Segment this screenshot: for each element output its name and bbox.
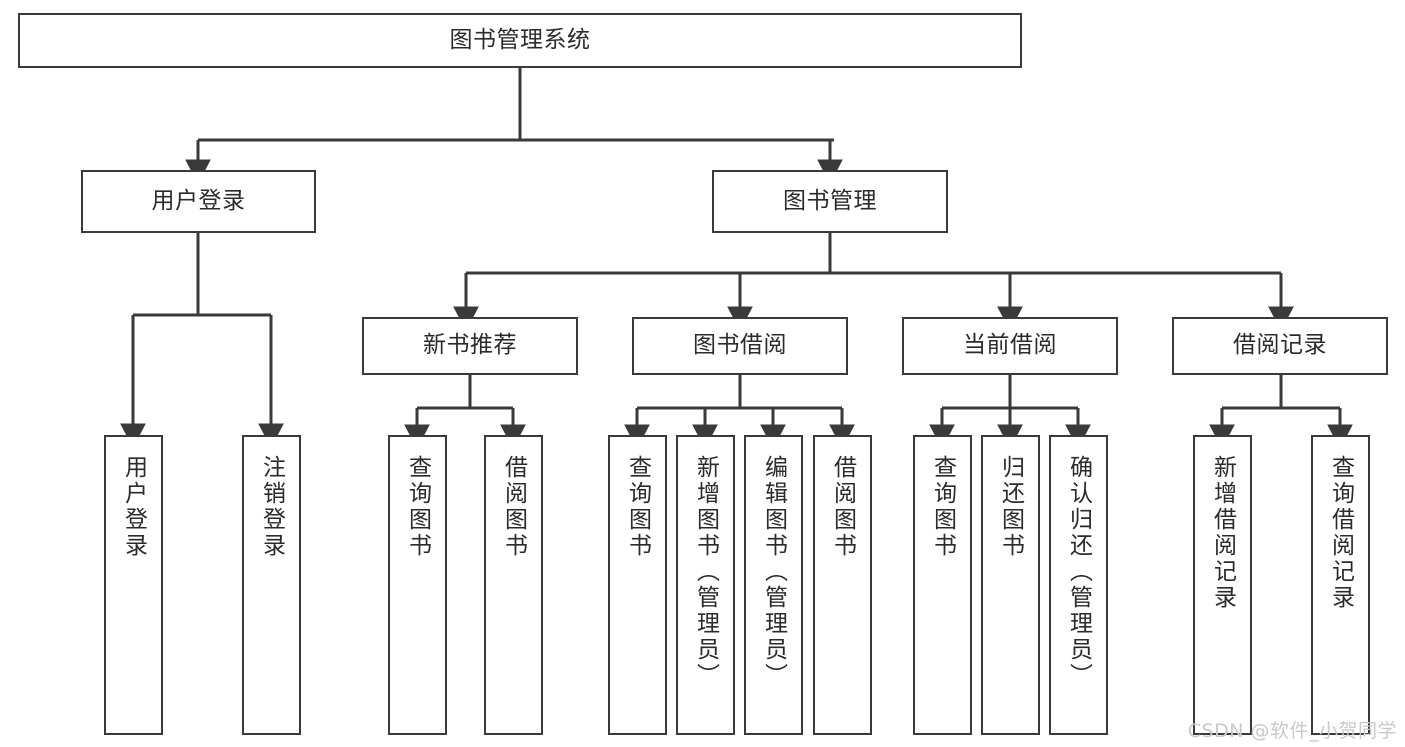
leaf-record-add[interactable]: 新增借阅记录: [1193, 435, 1252, 735]
leaf-borrow-borrow-book[interactable]: 借阅图书: [813, 435, 872, 735]
node-current-borrow-label: 当前借阅: [963, 332, 1057, 359]
leaf-current-return-book[interactable]: 归还图书: [981, 435, 1040, 735]
node-current-borrow[interactable]: 当前借阅: [902, 317, 1118, 375]
node-root-label: 图书管理系统: [449, 26, 591, 53]
node-book-borrow[interactable]: 图书借阅: [632, 317, 848, 375]
node-book-management-label: 图书管理: [783, 187, 877, 214]
node-book-management[interactable]: 图书管理: [712, 170, 948, 233]
node-new-book-recommend-label: 新书推荐: [423, 332, 517, 359]
leaf-label: 新增图书（管理员）: [692, 455, 719, 689]
node-user-login-label: 用户登录: [151, 187, 246, 214]
node-user-login[interactable]: 用户登录: [81, 170, 316, 233]
leaf-label: 归还图书: [997, 455, 1024, 559]
leaf-label: 注销登录: [258, 455, 285, 559]
leaf-label: 借阅图书: [829, 455, 856, 559]
leaf-label: 查询借阅记录: [1327, 455, 1354, 611]
node-book-borrow-label: 图书借阅: [693, 332, 787, 359]
leaf-borrow-edit-book-admin[interactable]: 编辑图书（管理员）: [744, 435, 803, 735]
node-new-book-recommend[interactable]: 新书推荐: [362, 317, 578, 375]
leaf-label: 编辑图书（管理员）: [760, 455, 787, 689]
leaf-record-query[interactable]: 查询借阅记录: [1311, 435, 1370, 735]
leaf-new-book-query[interactable]: 查询图书: [388, 435, 447, 735]
leaf-label: 用户登录: [120, 455, 147, 559]
node-root[interactable]: 图书管理系统: [18, 13, 1022, 68]
leaf-borrow-query-book[interactable]: 查询图书: [608, 435, 667, 735]
node-borrow-record[interactable]: 借阅记录: [1172, 317, 1388, 375]
leaf-label: 借阅图书: [500, 455, 527, 559]
leaf-label: 确认归还（管理员）: [1065, 455, 1092, 689]
leaf-current-query-book[interactable]: 查询图书: [913, 435, 972, 735]
leaf-user-login-logout[interactable]: 注销登录: [242, 435, 301, 735]
leaf-label: 新增借阅记录: [1209, 455, 1236, 611]
leaf-label: 查询图书: [404, 455, 431, 559]
leaf-label: 查询图书: [624, 455, 651, 559]
leaf-current-confirm-return-admin[interactable]: 确认归还（管理员）: [1049, 435, 1108, 735]
leaf-borrow-add-book-admin[interactable]: 新增图书（管理员）: [676, 435, 735, 735]
leaf-user-login-login[interactable]: 用户登录: [104, 435, 163, 735]
leaf-new-book-borrow[interactable]: 借阅图书: [484, 435, 543, 735]
csdn-watermark: CSDN @软件_小贺同学: [1187, 720, 1397, 742]
leaf-label: 查询图书: [929, 455, 956, 559]
node-borrow-record-label: 借阅记录: [1233, 332, 1327, 359]
